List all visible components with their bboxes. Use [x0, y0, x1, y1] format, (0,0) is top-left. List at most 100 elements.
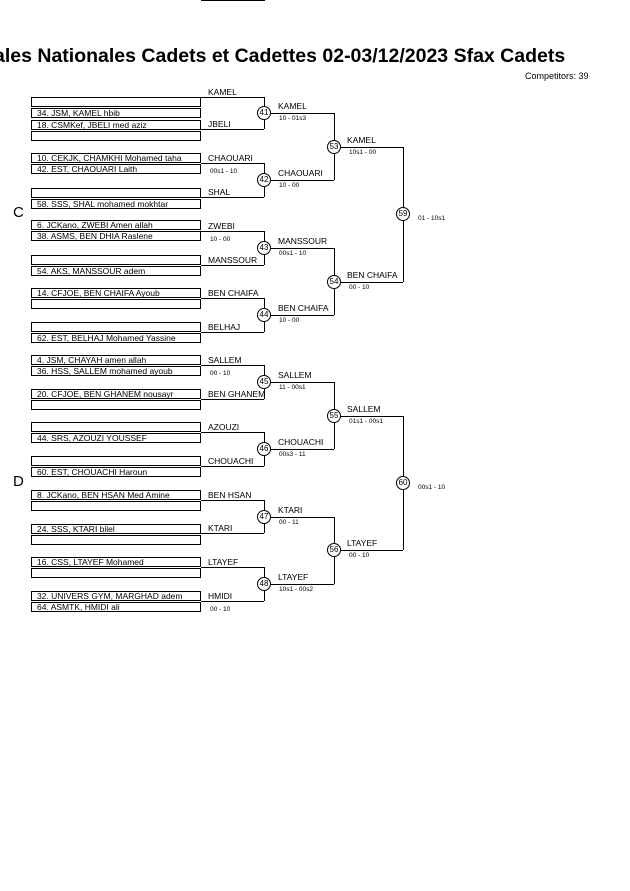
round2-winner: BEN CHAIFA — [278, 303, 329, 313]
round1-winner: SALLEM — [208, 355, 242, 365]
round1-winner: AZOUZI — [208, 422, 240, 432]
round1-winner: KTARI — [208, 523, 233, 533]
competitor-slot — [31, 322, 201, 332]
round1-score: 00 - 10 — [210, 370, 231, 377]
bracket-line — [201, 265, 264, 266]
round2-score: 10s1 - 00s2 — [279, 586, 313, 593]
competitor-slot: 64. ASMTK, HMIDI ali — [31, 602, 201, 612]
round1-winner: BEN GHANEM — [208, 389, 266, 399]
final-score: 00s1 - 10 — [418, 483, 446, 491]
bracket-line — [201, 399, 264, 400]
round1-winner: CHAOUARI — [208, 153, 253, 163]
match-number-circle: 53 — [327, 139, 341, 154]
competitor-slot: 54. AKS, MANSSOUR adem — [31, 266, 201, 276]
round3-score: 00 - 10 — [349, 283, 370, 291]
competitor-slot: 20. CFJOE, BEN GHANEM nousayr — [31, 389, 201, 399]
round3-winner: LTAYEF — [347, 538, 378, 549]
bracket-line — [201, 163, 264, 164]
round1-winner: BEN HSAN — [208, 490, 252, 500]
competitor-slot: 14. CFJOE, BEN CHAIFA Ayoub — [31, 288, 201, 298]
competitor-slot — [31, 255, 201, 265]
match-number-circle: 45 — [257, 375, 271, 389]
match-number-circle: 43 — [257, 241, 271, 255]
match-number-circle: 60 — [396, 475, 410, 490]
bracket-line — [201, 197, 264, 198]
competitors-count: Competitors: 39 — [525, 71, 589, 81]
competitor-slot — [31, 131, 201, 141]
competitor-slot: 18. CSMKef, JBELI med aziz — [31, 120, 201, 130]
competitor-slot: 8. JCKano, BEN HSAN Med Amine — [31, 490, 201, 500]
round1-winner: MANSSOUR — [208, 255, 258, 265]
round2-score: 00 - 11 — [279, 518, 299, 526]
round1-score: 10 - 00 — [210, 236, 231, 243]
round1-winner: ZWEBI — [208, 221, 235, 231]
bracket-line — [201, 129, 264, 130]
bracket-line — [264, 180, 334, 181]
section-label-c: C — [13, 204, 24, 221]
round1-score: 00s1 - 10 — [210, 168, 238, 175]
bracket-line — [334, 550, 403, 552]
round1-score: 00 - 10 — [210, 606, 231, 613]
round1-winner: HMIDI — [208, 591, 233, 601]
competitor-slot — [31, 422, 201, 432]
match-number-circle: 41 — [257, 106, 271, 120]
round1-winner: SHAL — [208, 187, 231, 197]
round3-winner: SALLEM — [347, 403, 381, 414]
round2-winner: KAMEL — [278, 101, 307, 111]
bracket-line — [201, 97, 264, 98]
match-number-circle: 47 — [257, 509, 271, 524]
bracket-line — [264, 382, 334, 383]
round3-score: 00 - 10 — [349, 552, 370, 560]
bracket-line — [201, 500, 264, 501]
competitor-slot — [31, 501, 201, 511]
match-number-circle: 59 — [396, 207, 410, 221]
bracket-line — [201, 298, 264, 299]
round2-winner: LTAYEF — [278, 572, 309, 582]
round1-winner: BELHAJ — [208, 322, 241, 332]
round2-score: 00s3 - 11 — [279, 451, 306, 458]
competitor-slot: 42. EST, CHAOUARI Laith — [31, 164, 201, 174]
match-number-circle: 48 — [257, 577, 271, 591]
competitor-slot: 32. UNIVERS GYM, MARGHAD adem — [31, 591, 201, 601]
competitor-slot: 10. CEKJK, CHAMKHI Mohamed taha — [31, 153, 201, 163]
round3-winner: BEN CHAIFA — [347, 269, 398, 280]
competitor-slot — [31, 456, 201, 466]
round2-winner: MANSSOUR — [278, 236, 328, 246]
competitor-slot — [31, 568, 201, 578]
round3-winner: KAMEL — [347, 134, 376, 145]
bracket-line — [201, 332, 264, 333]
bracket-line — [201, 533, 264, 534]
bracket-line — [201, 365, 264, 366]
competitor-slot: 36. HSS, SALLEM mohamed ayoub — [31, 366, 201, 376]
bracket-line — [264, 248, 334, 249]
round2-winner: SALLEM — [278, 370, 312, 380]
competitor-slot — [31, 535, 201, 545]
match-number-circle: 54 — [327, 274, 341, 289]
bracket-line — [201, 432, 264, 433]
competitor-slot — [31, 97, 201, 107]
top-rule — [201, 0, 265, 1]
round2-winner: KTARI — [278, 504, 303, 515]
competitor-slot — [31, 188, 201, 198]
competitor-slot: 6. JCKano, ZWEBI Amen allah — [31, 220, 201, 230]
round3-score: 10s1 - 00 — [349, 148, 377, 156]
round2-winner: CHOUACHI — [278, 437, 324, 447]
competitor-slot: 44. SRS, AZOUZI YOUSSEF — [31, 433, 201, 443]
bracket-line — [334, 146, 403, 148]
round1-winner: LTAYEF — [208, 557, 239, 567]
bracket-line — [334, 415, 403, 417]
bracket-line — [201, 601, 264, 602]
round1-winner: JBELI — [208, 119, 231, 129]
bracket-line — [264, 516, 334, 518]
match-number-circle: 46 — [257, 442, 271, 456]
bracket-line — [264, 113, 334, 114]
competitor-slot: 24. SSS, KTARI bilel — [31, 524, 201, 534]
round3-score: 01s1 - 00s1 — [349, 417, 383, 425]
competitor-slot: 38. ASMS, BEN DHIA Raslene — [31, 231, 201, 241]
competitor-slot: 62. EST, BELHAJ Mohamed Yassine — [31, 333, 201, 343]
round2-winner: CHAOUARI — [278, 168, 323, 178]
bracket-line — [334, 281, 403, 283]
round2-score: 10 - 00 — [279, 317, 300, 324]
round1-winner: BEN CHAIFA — [208, 288, 259, 298]
round1-winner: KAMEL — [208, 87, 237, 97]
